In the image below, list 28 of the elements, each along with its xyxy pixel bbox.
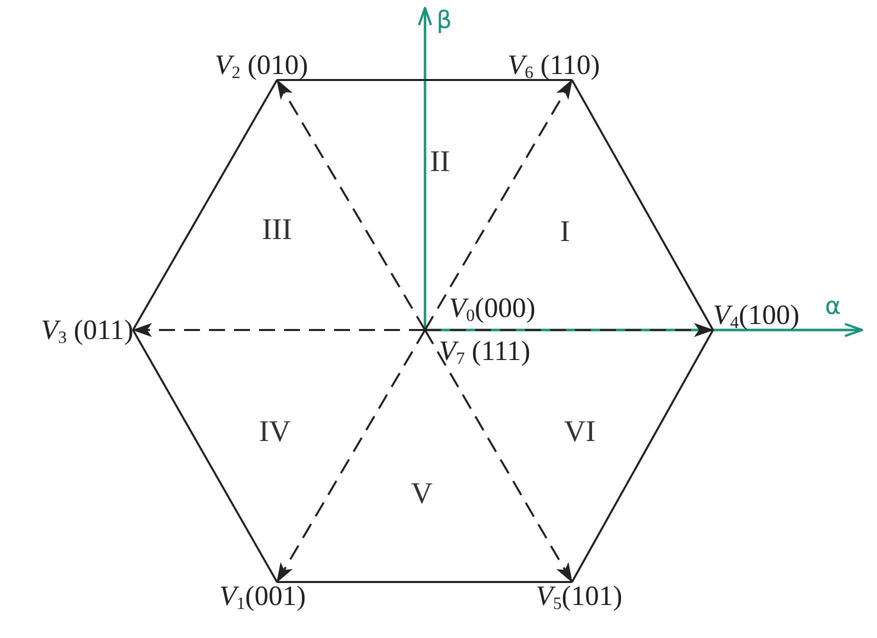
- vector-label: V$_{0}$(000): [449, 294, 536, 323]
- hexagon-side: [132, 330, 278, 582]
- vector-label: V$_{1}$(001): [219, 582, 306, 612]
- axis-label: β: [436, 8, 452, 32]
- hexagon-side: [571, 330, 714, 582]
- axis-label: α: [825, 294, 841, 318]
- vector-label: V$_{3}$ (011): [41, 316, 134, 345]
- sector-number: II: [430, 147, 450, 177]
- dashed-arrow: [425, 323, 714, 337]
- sector-number: I: [560, 217, 570, 247]
- dashed-arrow: [132, 323, 425, 337]
- sector-number: IV: [259, 417, 291, 447]
- vector-label: V$_{7}$ (111): [439, 336, 530, 366]
- vector-label: V$_{5}$(101): [536, 582, 622, 612]
- hexagon-side: [277, 581, 572, 583]
- dashed-arrow: [424, 79, 573, 330]
- hexagon-side: [277, 79, 572, 81]
- vector-label: V$_{4}$(100): [713, 301, 800, 330]
- vector-label: V$_{2}$ (010): [214, 51, 308, 80]
- sector-number: V: [411, 479, 433, 509]
- vector-label: V$_{6}$ (110): [508, 51, 600, 80]
- hexagon-side: [571, 80, 714, 330]
- dashed-arrow: [276, 330, 426, 583]
- sector-number: III: [262, 215, 292, 245]
- sector-number: VI: [564, 417, 596, 447]
- dashed-arrow: [276, 79, 426, 331]
- dashed-arrow: [424, 330, 573, 583]
- hexagon-side: [132, 80, 278, 330]
